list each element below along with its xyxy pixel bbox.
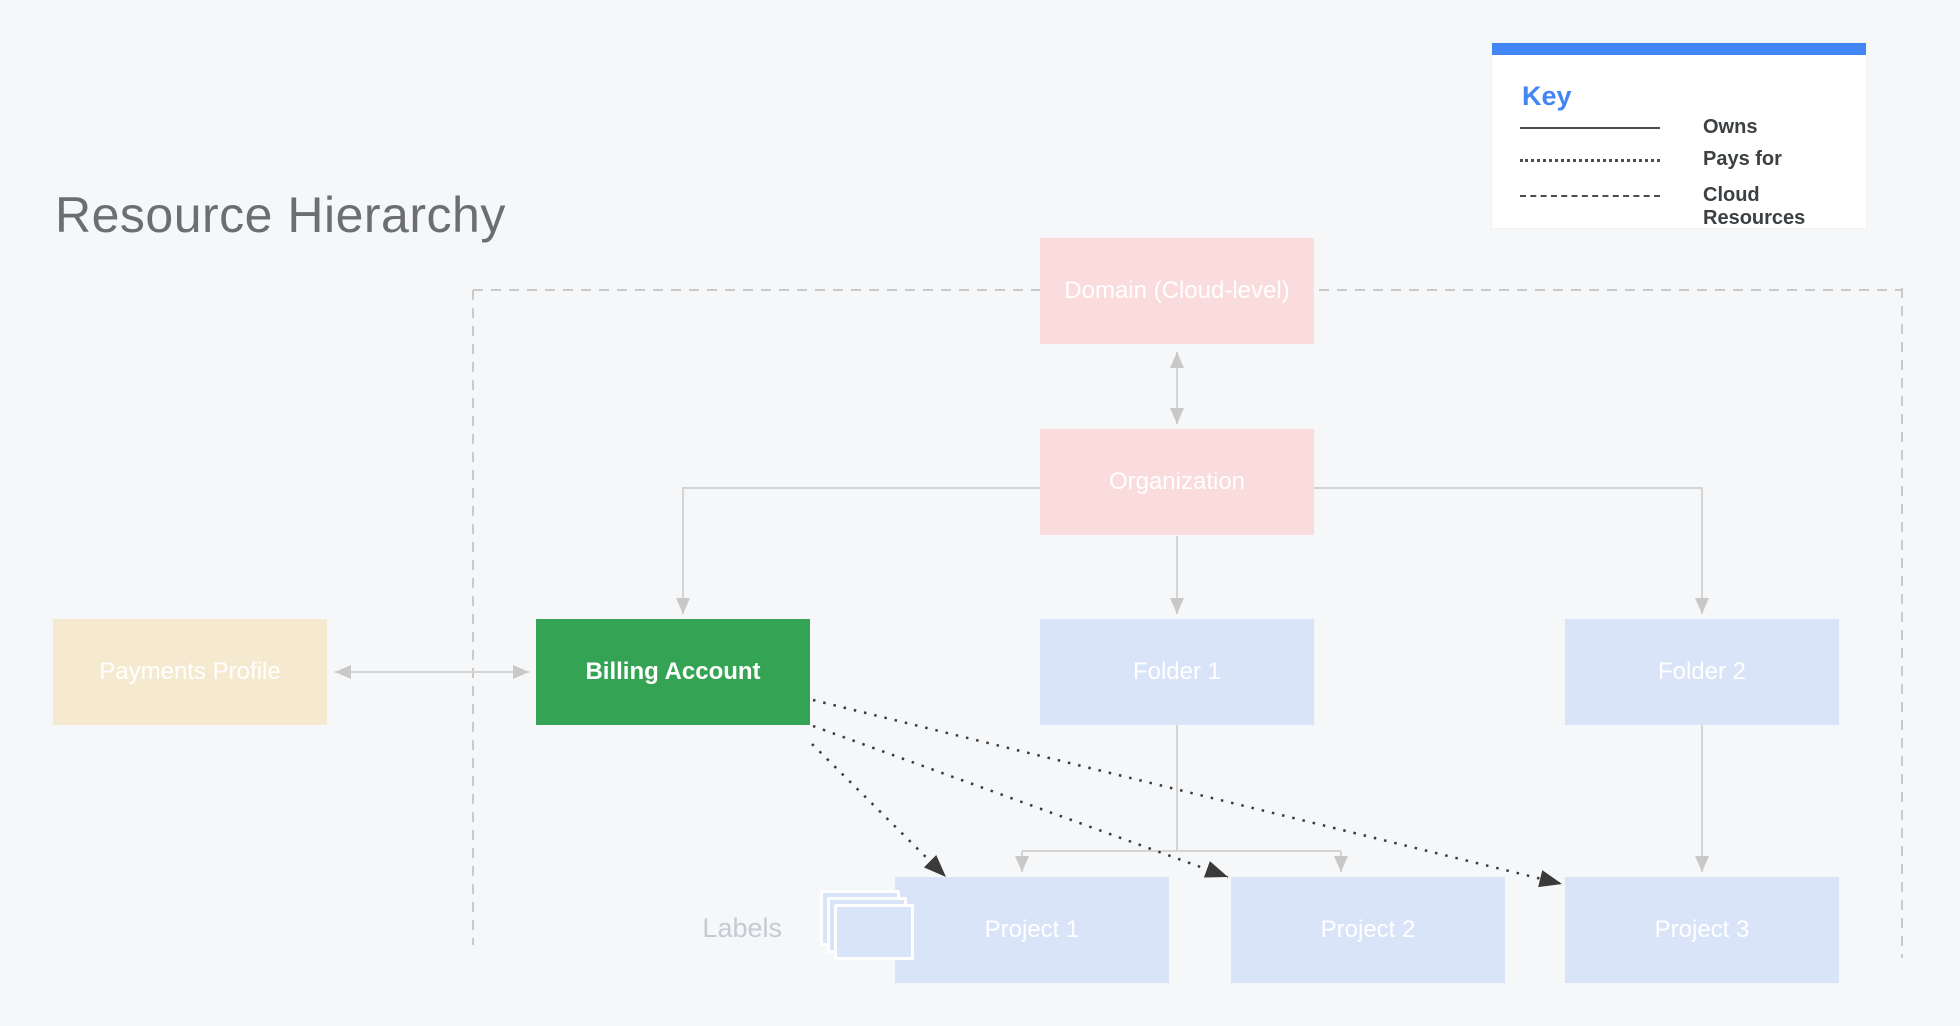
node-project-1: Project 1 <box>895 877 1169 983</box>
pays-for-arrow-billing-to-project2 <box>812 724 1229 879</box>
node-project-3-label: Project 3 <box>1654 916 1750 943</box>
owns-split-folder1 <box>1022 725 1341 852</box>
node-payments-profile-label: Payments Profile <box>99 658 281 685</box>
legend: Key Owns Pays for Cloud Resources <box>1492 43 1866 229</box>
label-card-front <box>834 904 914 960</box>
cloud-resources-boundary <box>472 288 1903 958</box>
owns-arrow-org-to-folder2 <box>1314 487 1709 614</box>
page-title: Resource Hierarchy <box>55 187 506 243</box>
node-billing-account-label: Billing Account <box>585 658 761 685</box>
node-domain: Domain (Cloud-level) <box>1040 238 1314 344</box>
pays-for-connectors <box>811 698 1563 888</box>
pays-for-arrow-billing-to-project3 <box>812 698 1563 888</box>
legend-cloud-resources-label: Cloud Resources <box>1703 184 1806 229</box>
node-organization-label: Organization <box>1108 468 1246 495</box>
node-folder-1-label: Folder 1 <box>1132 658 1222 685</box>
legend-dotted-line-sample <box>1520 159 1660 162</box>
owns-arrow-org-to-billing <box>676 487 1040 614</box>
labels-caption: Labels <box>702 913 782 943</box>
node-project-3: Project 3 <box>1565 877 1839 983</box>
node-billing-account: Billing Account <box>536 619 810 725</box>
legend-dashed-line-sample <box>1520 195 1660 197</box>
pays-for-arrow-billing-to-project1 <box>811 743 947 878</box>
node-folder-1: Folder 1 <box>1040 619 1314 725</box>
node-project-2-label: Project 2 <box>1320 916 1416 943</box>
labels-cards-icon <box>820 890 920 970</box>
legend-title: Key <box>1522 81 1572 111</box>
owns-connectors <box>335 352 1709 872</box>
legend-pays-for-label: Pays for <box>1703 148 1782 170</box>
node-project-1-label: Project 1 <box>984 916 1080 943</box>
node-domain-label: Domain (Cloud-level) <box>1064 277 1290 304</box>
legend-accent-bar <box>1492 43 1866 55</box>
legend-solid-line-sample <box>1520 127 1660 129</box>
node-project-2: Project 2 <box>1231 877 1505 983</box>
node-payments-profile: Payments Profile <box>53 619 327 725</box>
node-folder-2-label: Folder 2 <box>1657 658 1747 685</box>
node-organization: Organization <box>1040 429 1314 535</box>
node-folder-2: Folder 2 <box>1565 619 1839 725</box>
legend-owns-label: Owns <box>1703 116 1758 138</box>
